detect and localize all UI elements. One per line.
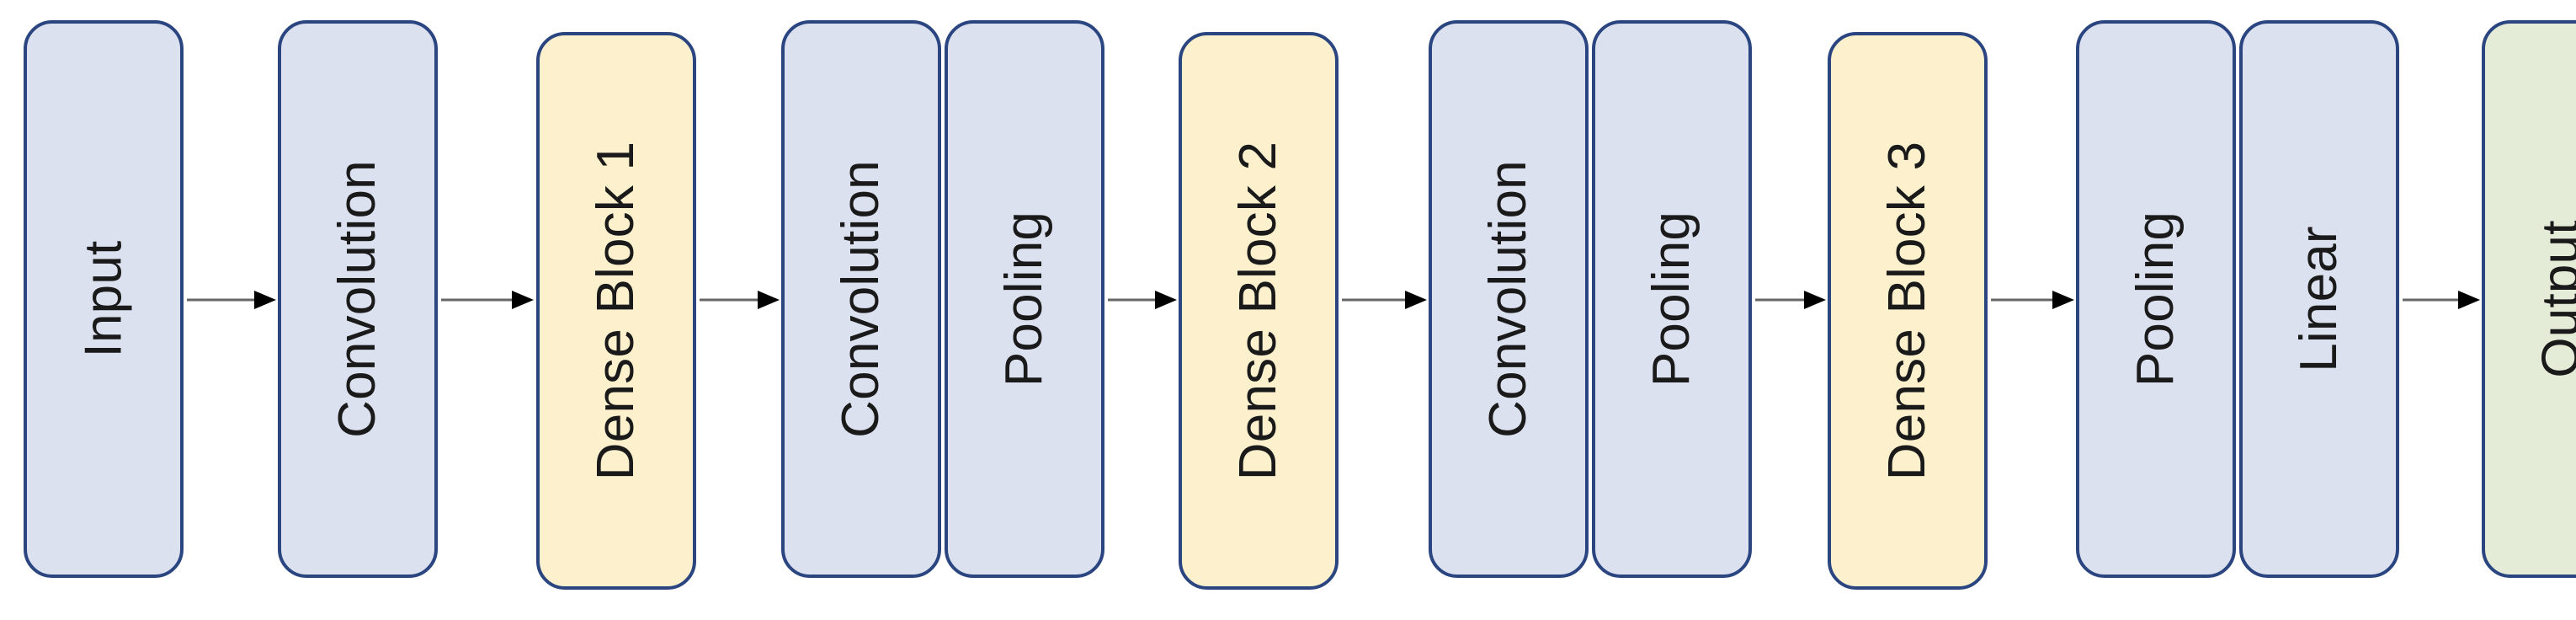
node-label-input: Input xyxy=(74,240,132,358)
node-label-pool4: Pooling xyxy=(2126,211,2185,388)
node-conv3[interactable]: Convolution xyxy=(1429,20,1589,578)
flow-arrow-dense2-to-conv3 xyxy=(1342,287,1427,313)
node-pool2[interactable]: Pooling xyxy=(945,20,1104,578)
flow-arrow-input-to-conv1 xyxy=(187,287,276,313)
node-pool4[interactable]: Pooling xyxy=(2076,20,2236,578)
node-label-conv1: Convolution xyxy=(328,160,387,438)
node-label-linear: Linear xyxy=(2289,226,2348,372)
flow-arrow-pool3-to-dense3 xyxy=(1755,287,1826,313)
node-conv1[interactable]: Convolution xyxy=(278,20,438,578)
node-pool3[interactable]: Pooling xyxy=(1592,20,1752,578)
flow-arrow-dense1-to-conv2 xyxy=(700,287,780,313)
node-label-output: Output xyxy=(2532,220,2576,378)
node-label-pool2: Pooling xyxy=(995,211,1054,388)
node-label-dense3: Dense Block 3 xyxy=(1878,141,1936,481)
node-dense1[interactable]: Dense Block 1 xyxy=(536,32,696,590)
flow-arrow-pool2-to-dense2 xyxy=(1108,287,1177,313)
node-conv2[interactable]: Convolution xyxy=(781,20,941,578)
node-label-dense1: Dense Block 1 xyxy=(587,141,645,481)
node-label-pool3: Pooling xyxy=(1642,211,1701,388)
node-label-conv3: Convolution xyxy=(1479,160,1538,438)
node-label-dense2: Dense Block 2 xyxy=(1229,141,1287,481)
node-label-conv2: Convolution xyxy=(832,160,891,438)
node-output[interactable]: Output xyxy=(2482,20,2576,578)
flow-arrow-conv1-to-dense1 xyxy=(441,287,534,313)
flow-arrow-dense3-to-pool4 xyxy=(1991,287,2074,313)
flow-arrow-linear-to-output xyxy=(2403,287,2480,313)
node-dense3[interactable]: Dense Block 3 xyxy=(1828,32,1988,590)
node-dense2[interactable]: Dense Block 2 xyxy=(1179,32,1339,590)
node-linear[interactable]: Linear xyxy=(2239,20,2399,578)
node-input[interactable]: Input xyxy=(24,20,184,578)
